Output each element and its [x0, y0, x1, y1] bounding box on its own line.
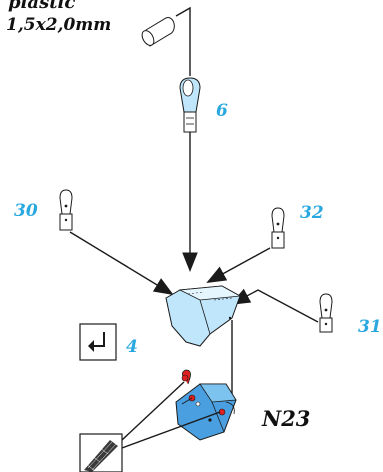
- part-32-tag: [271, 207, 285, 249]
- part31-to-body-arrow: [230, 288, 319, 323]
- part-6-label: 6: [216, 101, 228, 121]
- mesh-texture-icon: [79, 433, 123, 472]
- n23-assembly: [175, 383, 237, 441]
- red-pin-bottom: [181, 394, 196, 405]
- part32-to-body-arrow: [206, 247, 271, 283]
- n23-label: N23: [261, 406, 310, 431]
- rotate-arrow-icon: [79, 323, 117, 361]
- part-30-label: 30: [14, 201, 38, 221]
- part-31-tag: [319, 293, 333, 333]
- part30-to-body-arrow: [69, 231, 174, 296]
- material-name: plastic: [8, 0, 75, 13]
- red-pin-top: [181, 369, 191, 385]
- part-31-label: 31: [358, 317, 382, 337]
- part-30-tag: [59, 189, 73, 231]
- texture-to-pin-line-1: [121, 381, 185, 441]
- part-6-cap: [179, 77, 201, 133]
- part-4-label: 4: [126, 337, 138, 357]
- main-body-part: [165, 285, 242, 347]
- plastic-roll-icon: [141, 17, 175, 47]
- texture-to-pin-line-2: [121, 411, 221, 449]
- part-32-label: 32: [300, 203, 324, 223]
- roll-to-part6-line: [175, 6, 191, 76]
- material-size: 1,5x2,0mm: [6, 15, 111, 35]
